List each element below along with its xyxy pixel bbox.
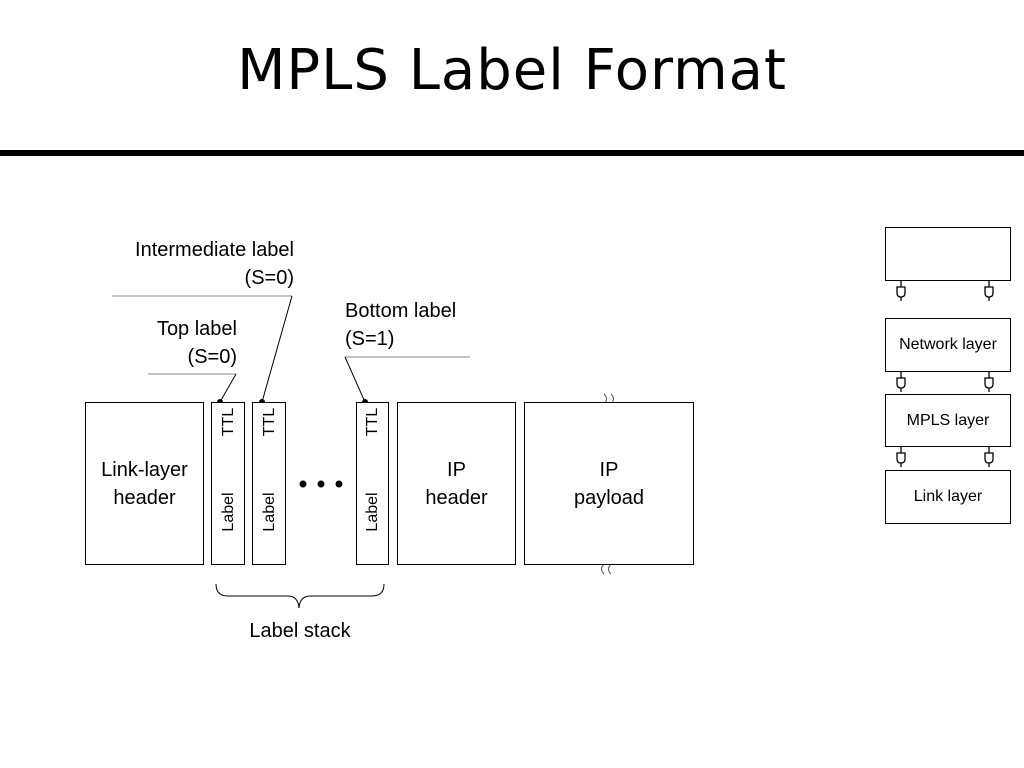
intermediate-label-entry	[252, 402, 286, 565]
ip-header-text-1: IP	[447, 458, 466, 481]
label-stack-caption: Label stack	[249, 620, 351, 642]
intermediate-label-title: Intermediate label	[135, 239, 294, 261]
bottom-label-title: Bottom label	[345, 300, 457, 322]
ttl-field-top: TTL	[220, 407, 237, 437]
bottom-label-s-bit: (S=1)	[345, 328, 395, 350]
mpls-layer-box: MPLS layer	[885, 394, 1011, 447]
intermediate-label-callout: Intermediate label (S=0)	[100, 236, 294, 292]
ellipsis-dot	[299, 480, 307, 488]
bottom-label-entry	[356, 402, 389, 565]
link-header-text-1: Link-layer	[101, 458, 188, 481]
top-label-title: Top label	[156, 318, 237, 340]
ip-payload-text-2: payload	[573, 486, 645, 509]
top-label-callout: Top label (S=0)	[120, 315, 237, 371]
ttl-field-intermediate: TTL	[261, 407, 278, 437]
link-layer-header-box: Link-layer header	[85, 402, 204, 565]
label-field-top: Label	[220, 492, 237, 532]
link-header-text-2: header	[113, 486, 176, 509]
ip-payload-text-1: IP	[599, 458, 619, 481]
bottom-label-callout: Bottom label (S=1)	[345, 297, 505, 353]
intermediate-label-s-bit: (S=0)	[244, 267, 294, 289]
ip-payload-box: IP payload	[524, 402, 694, 565]
ttl-field-bottom: TTL	[364, 407, 381, 437]
link-layer-box: Link layer	[885, 470, 1011, 524]
top-layer-box	[885, 227, 1011, 281]
network-layer-box: Network layer	[885, 318, 1011, 372]
ip-header-box: IP header	[397, 402, 516, 565]
ellipsis-dot	[335, 480, 343, 488]
ellipsis-dot	[317, 480, 325, 488]
label-field-bottom: Label	[364, 492, 381, 532]
label-field-intermediate: Label	[261, 492, 278, 532]
ip-header-text-2: header	[425, 486, 488, 509]
page-title: MPLS Label Format	[237, 38, 787, 103]
title-divider	[0, 150, 1024, 156]
top-label-s-bit: (S=0)	[187, 346, 237, 368]
top-label-entry	[211, 402, 245, 565]
